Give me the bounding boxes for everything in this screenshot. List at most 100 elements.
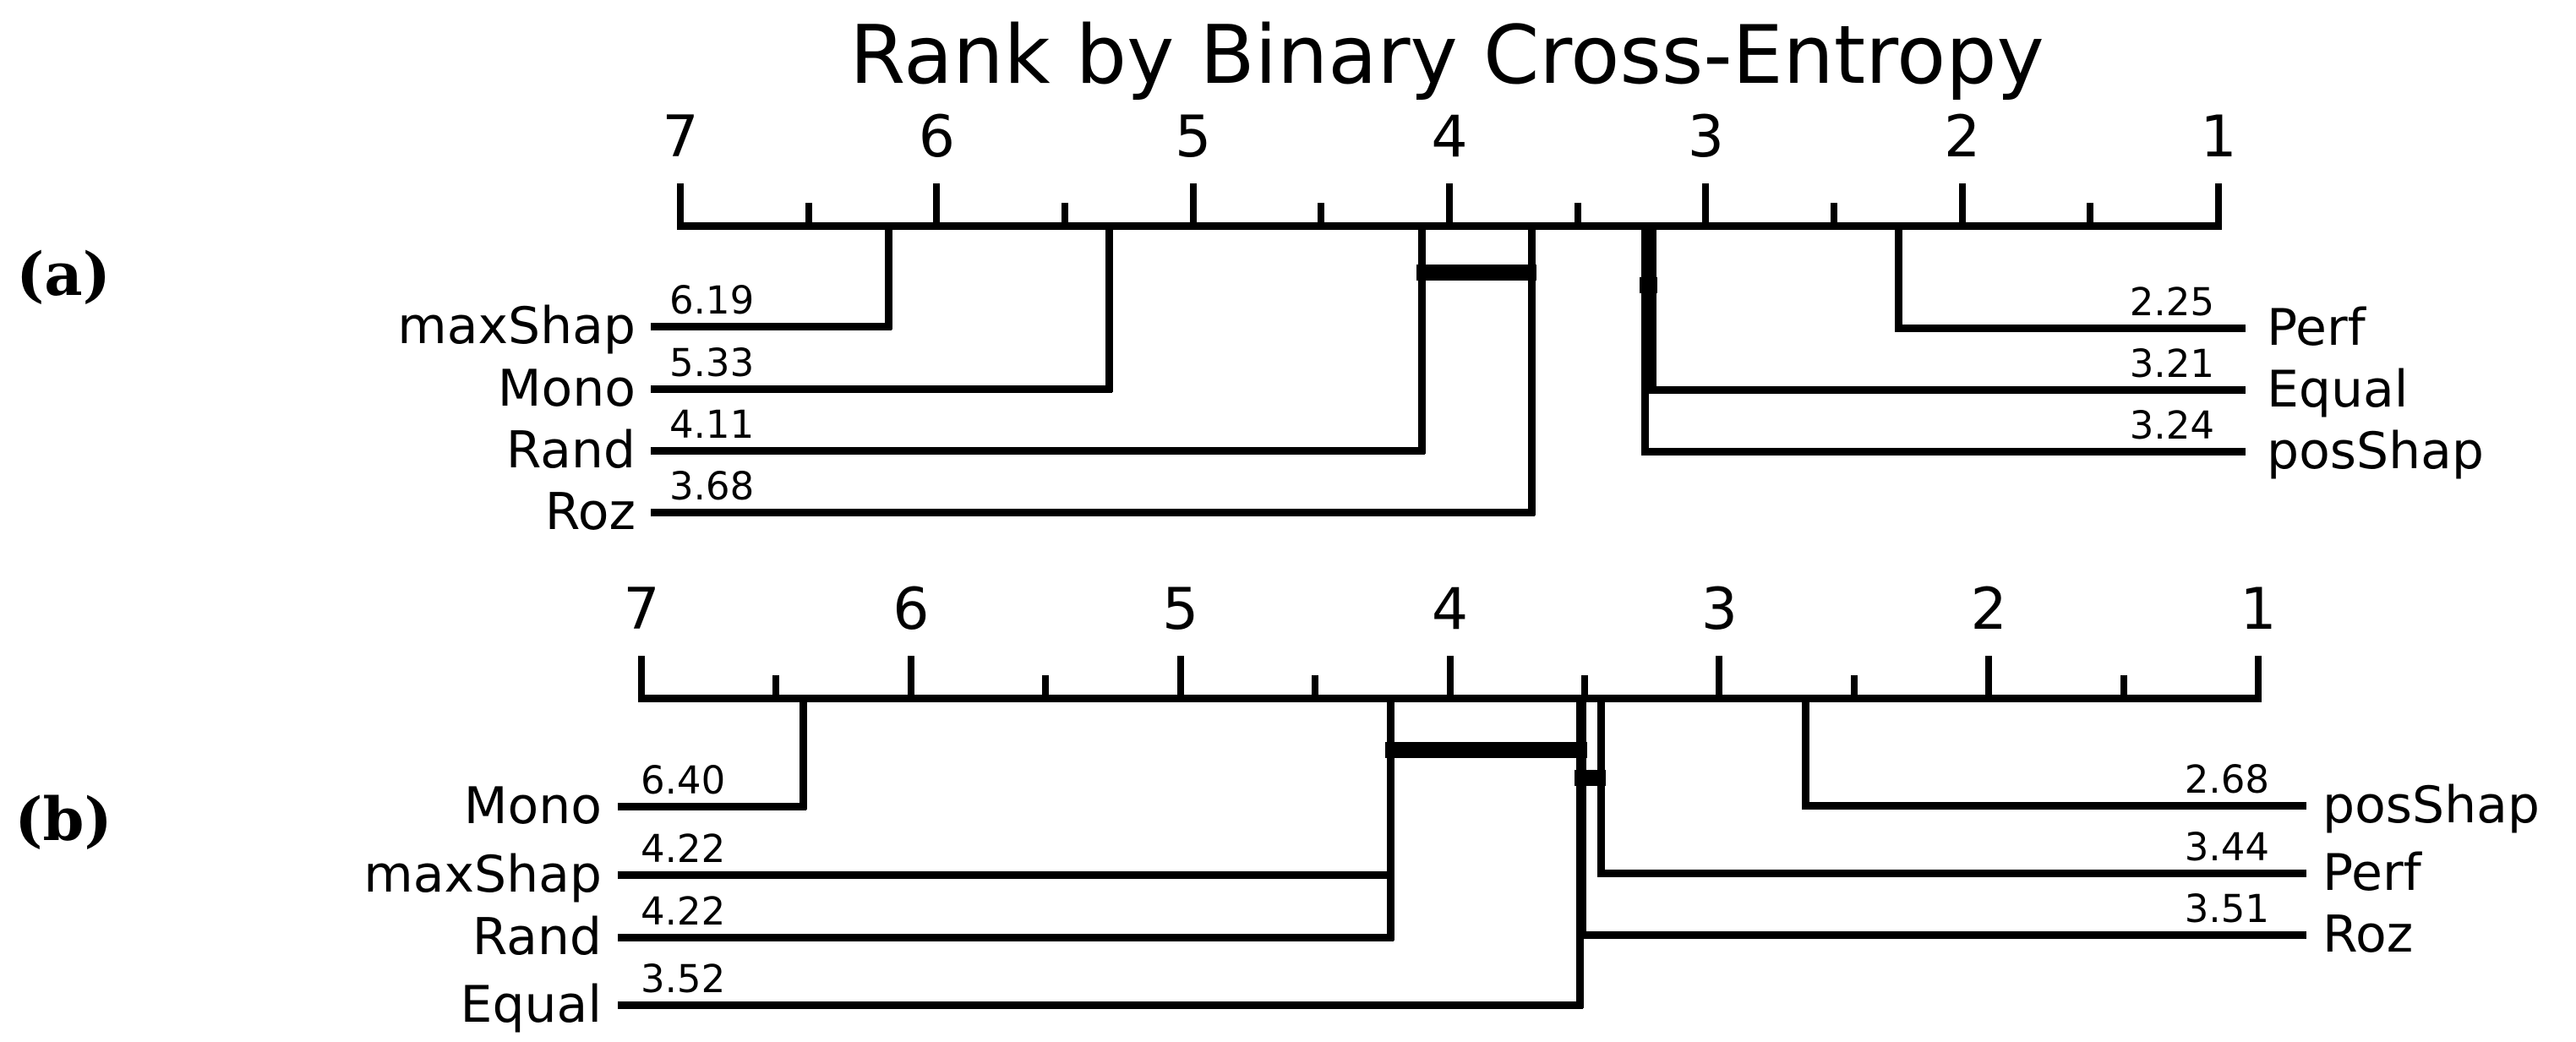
- clique-bar: [1574, 770, 1607, 786]
- axis-major-tick: [1958, 183, 1966, 226]
- method-label: maxShap: [363, 845, 602, 904]
- axis-minor-tick: [1062, 203, 1068, 226]
- axis-major-tick: [1446, 183, 1453, 226]
- axis-tick-label: 5: [1162, 576, 1199, 643]
- method-line: [1640, 448, 2246, 456]
- method-label: Mono: [497, 359, 636, 418]
- axis-tick-label: 5: [1175, 104, 1212, 171]
- axis-major-tick: [638, 656, 645, 698]
- method-line: [618, 934, 1394, 941]
- method-line: [651, 509, 1536, 516]
- axis-minor-tick: [1042, 675, 1050, 698]
- axis-tick-label: 1: [2240, 576, 2277, 643]
- method-rank-value: 3.24: [2129, 403, 2214, 448]
- axis-tick-label: 6: [892, 576, 930, 643]
- method-label: Perf: [2322, 843, 2421, 903]
- axis-tick-label: 3: [1700, 576, 1738, 643]
- clique-bar: [1385, 742, 1587, 758]
- axis-major-tick: [677, 183, 684, 226]
- clique-bar: [1416, 265, 1537, 281]
- axis-tick-label: 7: [662, 104, 699, 171]
- method-stem: [1528, 222, 1536, 516]
- axis-minor-tick: [1574, 203, 1581, 226]
- axis-tick-label: 1: [2200, 104, 2237, 171]
- method-stem: [1105, 222, 1113, 392]
- method-label: posShap: [2322, 776, 2541, 835]
- panel-label: (a): [16, 239, 111, 309]
- method-stem: [1387, 695, 1395, 941]
- axis-tick-label: 2: [1944, 104, 1981, 171]
- method-stem: [1894, 222, 1902, 331]
- method-stem: [884, 222, 892, 330]
- method-line: [651, 385, 1112, 393]
- axis-tick-label: 3: [1687, 104, 1724, 171]
- axis-minor-tick: [1318, 203, 1325, 226]
- method-line: [1597, 870, 2306, 877]
- method-rank-value: 4.11: [669, 402, 755, 447]
- method-line: [618, 1001, 1583, 1009]
- method-rank-value: 3.68: [669, 464, 755, 509]
- method-label: Rand: [472, 908, 602, 967]
- axis-minor-tick: [805, 203, 812, 226]
- axis-major-tick: [2255, 656, 2262, 698]
- method-line: [618, 871, 1394, 879]
- axis-line: [677, 222, 2222, 230]
- method-label: Perf: [2267, 298, 2366, 357]
- method-rank-value: 6.19: [669, 278, 755, 323]
- method-stem: [800, 695, 808, 810]
- method-line: [651, 447, 1425, 455]
- axis-tick-label: 4: [1431, 576, 1469, 643]
- method-label: Equal: [460, 975, 602, 1034]
- method-stem: [1640, 222, 1649, 455]
- axis-major-tick: [907, 656, 914, 698]
- method-rank-value: 4.22: [641, 889, 726, 934]
- axis-minor-tick: [1831, 203, 1837, 226]
- method-stem: [1578, 695, 1586, 938]
- method-rank-value: 3.52: [641, 957, 726, 1001]
- axis-minor-tick: [2087, 203, 2094, 226]
- method-line: [618, 803, 807, 810]
- axis-minor-tick: [772, 675, 780, 698]
- panel-label: (b): [14, 784, 112, 854]
- axis-major-tick: [1985, 656, 1993, 698]
- method-stem: [1417, 222, 1426, 454]
- axis-tick-label: 7: [623, 576, 660, 643]
- method-rank-value: 2.68: [2184, 757, 2269, 802]
- axis-major-tick: [933, 183, 941, 226]
- method-rank-value: 6.40: [641, 758, 726, 803]
- axis-minor-tick: [1850, 675, 1858, 698]
- method-line: [1894, 325, 2246, 332]
- method-rank-value: 3.51: [2184, 887, 2269, 931]
- method-rank-value: 5.33: [669, 341, 755, 385]
- method-label: Equal: [2267, 360, 2409, 419]
- method-line: [1802, 802, 2306, 810]
- figure-title: Rank by Binary Cross-Entropy: [849, 9, 2044, 102]
- axis-tick-label: 4: [1431, 104, 1468, 171]
- axis-major-tick: [1716, 656, 1723, 698]
- axis-major-tick: [1176, 656, 1184, 698]
- clique-bar: [1639, 277, 1657, 293]
- method-label: maxShap: [397, 297, 636, 356]
- axis-major-tick: [1189, 183, 1197, 226]
- method-rank-value: 2.25: [2129, 280, 2214, 325]
- method-label: Rand: [505, 421, 636, 480]
- method-line: [1578, 931, 2306, 939]
- method-rank-value: 4.22: [641, 827, 726, 871]
- method-line: [651, 323, 892, 330]
- method-label: posShap: [2267, 422, 2485, 481]
- axis-line: [638, 695, 2262, 702]
- method-label: Roz: [544, 483, 636, 542]
- method-label: Roz: [2322, 905, 2414, 964]
- axis-tick-label: 6: [918, 104, 955, 171]
- axis-major-tick: [2215, 183, 2222, 226]
- method-label: Mono: [463, 777, 602, 836]
- axis-tick-label: 2: [1970, 576, 2007, 643]
- method-line: [1648, 386, 2246, 394]
- method-rank-value: 3.44: [2184, 825, 2269, 870]
- axis-minor-tick: [1580, 675, 1588, 698]
- method-rank-value: 3.21: [2129, 341, 2214, 386]
- axis-minor-tick: [1312, 675, 1319, 698]
- method-stem: [1648, 222, 1656, 393]
- method-stem: [1802, 695, 1810, 809]
